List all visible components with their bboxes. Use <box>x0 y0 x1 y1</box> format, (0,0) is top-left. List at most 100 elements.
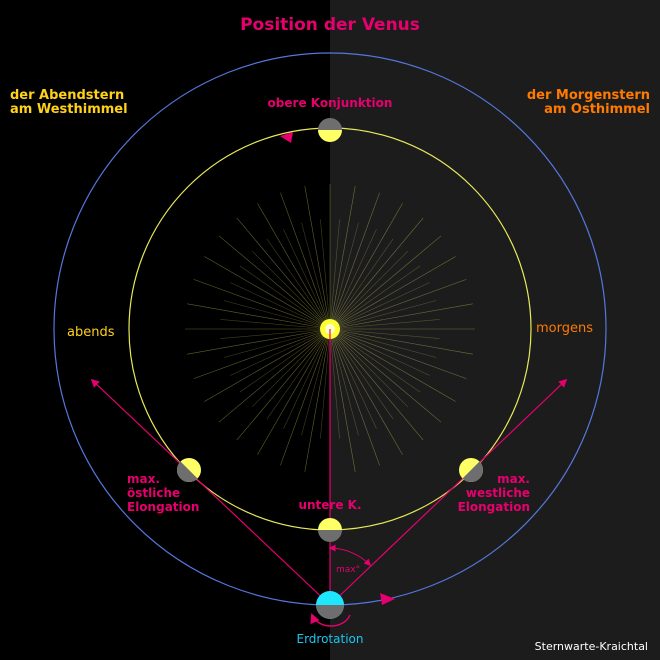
evening-label: abends <box>67 325 115 340</box>
sun-ray <box>320 328 331 439</box>
right-label-line2: am Osthimmel <box>544 102 650 117</box>
sun-ray <box>329 217 424 330</box>
sun-ray <box>329 229 377 330</box>
sun-ray <box>223 300 331 330</box>
west-elongation-line3: Elongation <box>458 500 530 514</box>
sun-ray <box>301 328 331 436</box>
sun-ray <box>301 222 331 330</box>
sun-ray <box>187 303 331 330</box>
sun-ray <box>329 328 421 393</box>
sun-ray <box>257 328 331 455</box>
sun-ray <box>280 192 331 330</box>
sun-ray <box>230 282 331 330</box>
lower-conjunction-label: untere K. <box>298 498 361 512</box>
left-label-line2: am Westhimmel <box>10 102 128 117</box>
sun-ray <box>329 328 440 339</box>
sun-ray <box>329 328 377 429</box>
sun-ray <box>283 328 331 429</box>
max-angle-label: max° <box>336 565 360 575</box>
sun-ray <box>257 203 331 330</box>
sun-ray <box>193 328 331 379</box>
earth-orbit-direction-arrow <box>380 593 395 605</box>
sun-ray <box>329 192 380 330</box>
earth-rotation-label: Erdrotation <box>297 632 364 646</box>
west-elongation-line2: westliche <box>466 486 530 500</box>
sun-ray <box>223 328 331 358</box>
venus-upper-conjunction <box>318 118 342 142</box>
sun-ray <box>251 328 331 408</box>
sun-ray <box>329 238 394 330</box>
sun-ray <box>329 328 394 420</box>
sun-ray <box>283 229 331 330</box>
sun-ray <box>266 238 331 330</box>
sun-ray <box>239 328 331 393</box>
sun-ray <box>239 265 331 330</box>
sun-ray <box>329 186 356 330</box>
sun-ray <box>251 250 331 330</box>
sun-ray <box>329 256 456 330</box>
sun-ray <box>329 328 442 423</box>
sun-ray <box>266 328 331 420</box>
earth-rotation-arrow <box>310 613 351 627</box>
sun-ray <box>304 328 331 472</box>
sun-ray <box>218 328 331 423</box>
sun-ray <box>329 279 467 330</box>
sun-ray <box>329 328 473 355</box>
sun-ray <box>236 217 331 330</box>
sun-ray <box>329 265 421 330</box>
sun-ray <box>220 328 331 339</box>
right-label-line1: der Morgenstern <box>527 88 650 103</box>
sun-ray <box>230 328 331 376</box>
sun-ray <box>329 328 380 466</box>
sun-ray <box>329 250 409 330</box>
sun-ray <box>280 328 331 466</box>
title: Position der Venus <box>240 15 420 35</box>
sun-ray <box>329 328 437 358</box>
sun-ray <box>329 328 467 379</box>
sun-ray <box>329 328 430 376</box>
sun-ray <box>329 328 424 441</box>
sun-ray <box>329 328 356 472</box>
sun-ray <box>193 279 331 330</box>
sun-ray <box>187 328 331 355</box>
venus-lower-conjunction <box>318 518 342 542</box>
left-label-line1: der Abendstern <box>10 88 124 103</box>
sun-ray <box>329 319 440 330</box>
sun-ray <box>304 186 331 330</box>
sun-ray <box>236 328 331 441</box>
sun-ray <box>329 300 437 330</box>
sun-ray <box>220 319 331 330</box>
east-elongation-line3: Elongation <box>127 500 199 514</box>
sun-ray <box>329 219 340 330</box>
sun-ray <box>329 235 442 330</box>
sight-line-west <box>329 378 568 606</box>
venus-west-elongation <box>459 458 484 483</box>
sun-ray <box>320 219 331 330</box>
sun-ray <box>329 303 473 330</box>
west-elongation-line1: max. <box>497 472 530 486</box>
sun-ray <box>218 235 331 330</box>
sight-line-east <box>90 378 331 606</box>
sun-ray <box>329 328 456 402</box>
sun-ray <box>329 328 359 436</box>
east-elongation-line2: östliche <box>127 486 180 500</box>
sun-ray <box>329 282 430 330</box>
sun-ray <box>204 256 331 330</box>
earth <box>316 591 344 619</box>
upper-conjunction-label: obere Konjunktion <box>268 96 393 110</box>
venus-east-elongation <box>176 458 201 483</box>
east-elongation-line1: max. <box>127 472 160 486</box>
sun-ray <box>329 222 359 330</box>
sun-ray <box>204 328 331 402</box>
sun-ray <box>329 328 403 455</box>
sun-ray <box>329 203 403 330</box>
max-angle-arc <box>328 544 371 566</box>
venus-orbit-direction-arrow <box>280 132 293 143</box>
sun-ray <box>329 328 340 439</box>
sun-ray <box>329 328 409 408</box>
credit: Sternwarte-Kraichtal <box>535 640 648 653</box>
morning-label: morgens <box>536 321 593 336</box>
sun-rays <box>185 184 475 474</box>
